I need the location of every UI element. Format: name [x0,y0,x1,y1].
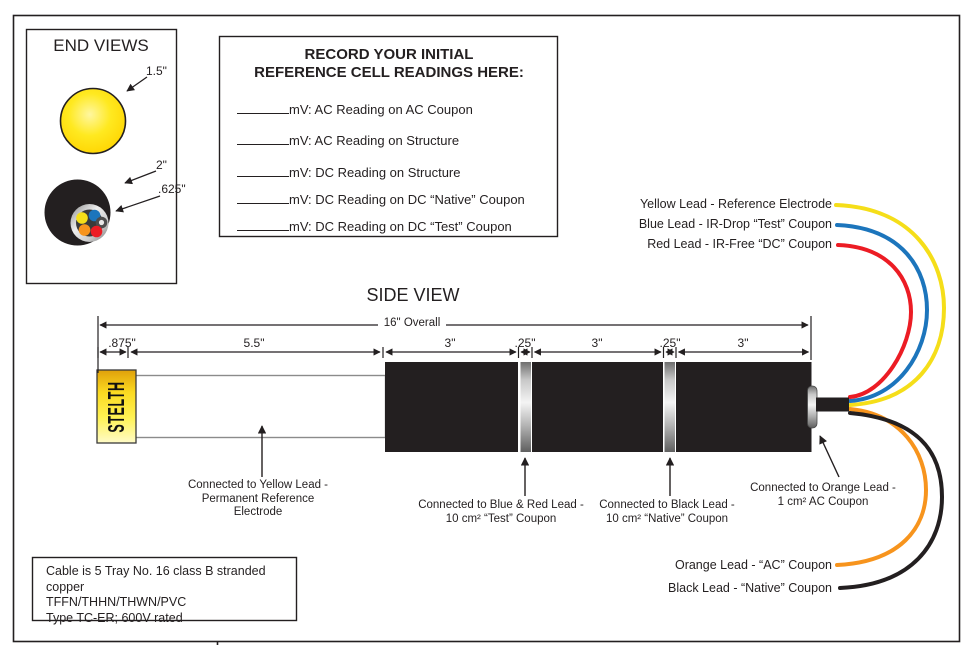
lead-wires [834,203,947,590]
dim-25b: .25" [659,336,681,350]
red-lead-wire [836,243,914,399]
record-box [218,35,559,238]
end-views-title: END VIEWS [53,36,149,55]
cable-info-box [31,556,298,622]
stelth-label: STELTH [95,369,137,444]
dim-3b: 3" [591,336,603,350]
dim-label-1-5in: 1.5" [146,64,167,78]
overall-dim-label: 16" Overall [378,317,446,329]
dim-label-2in: 2" [156,158,167,172]
cable-spec-line: Cable is 5 Tray No. 16 class B stranded … [46,564,266,594]
cable-spec-line: TFFN/THHN/THWN/PVC [46,595,187,609]
annotation-line: Permanent Reference [201,492,315,505]
annotation-arrows [257,425,840,496]
annotation-orange-lead: Connected to Orange Lead - 1 cm² AC Coup… [738,482,908,509]
side-view-title: SIDE VIEW [366,285,460,305]
stelth-label-plate [96,369,137,444]
annotation-black-lead: Connected to Black Lead - 10 cm² “Native… [582,499,752,526]
coupon-block-end [676,362,812,452]
end-view-reference-electrode [59,87,127,155]
annotation-line: Connected to Yellow Lead - [187,479,329,491]
arrow-625in [115,195,161,213]
yellow-lead-wire [834,203,947,407]
dimension-lines [97,316,812,373]
arrow-2in [124,170,157,185]
ac-coupon-ring [807,385,818,429]
cable-stub [816,397,849,412]
page-border [12,14,961,643]
record-blank-field[interactable] [237,131,289,145]
annotation-line: Connected to Orange Lead - [750,482,896,494]
record-blank-field[interactable] [237,190,289,204]
annotation-line: Electrode [233,506,283,518]
cable-spec-line: Type TC-ER; 600V rated [46,610,183,625]
red-lead-label: Red Lead - IR-Free “DC” Coupon [647,237,832,251]
arrow-ac-coupon [819,435,840,478]
annotation-line: Connected to Black Lead - [599,499,735,511]
coupon-block-test [385,362,518,452]
record-blank-field[interactable] [237,100,289,114]
record-row: mV: AC Reading on Structure [237,131,459,148]
annotation-line: Connected to Blue & Red Lead - [418,499,584,511]
record-row-label: mV: DC Reading on Structure [289,165,461,180]
black-lead-label: Black Lead - “Native” Coupon [668,581,832,595]
end-views-box [25,28,178,285]
coupon-gap-1 [520,362,531,452]
end-view-conductors [76,209,108,238]
conductor-yellow [76,212,88,224]
annotation-line: 10 cm² “Native” Coupon [605,512,729,525]
stelth-label-text: STELTH [102,380,130,433]
annotation-line: 1 cm² AC Coupon [777,495,869,508]
dim-25a: .25" [514,336,536,350]
black-lead-wire [838,411,945,590]
coupon-block-native [532,362,663,452]
record-row: mV: AC Reading on AC Coupon [237,100,473,117]
record-row: mV: DC Reading on Structure [237,163,460,180]
end-view-arrows [115,76,161,213]
coupon-gap-2 [664,362,675,452]
record-row-label: mV: AC Reading on Structure [289,133,460,148]
annotation-blue-red-lead: Connected to Blue & Red Lead - 10 cm² “T… [416,499,586,526]
conductor-orange [78,224,91,236]
conductor-black-core [98,219,105,226]
arrow-1-5in [126,76,148,92]
record-row-label: mV: DC Reading on DC “Test” Coupon [289,219,512,234]
record-title-line1: RECORD YOUR INITIAL [304,46,474,63]
dim-875: .875" [108,336,136,350]
dim-5-5: 5.5" [243,336,265,350]
blue-lead-wire [835,223,930,403]
record-row-label: mV: DC Reading on DC “Native” Coupon [289,192,525,207]
blue-lead-label: Blue Lead - IR-Drop “Test” Coupon [638,217,832,231]
dim-label-625in: .625" [158,182,186,196]
electrode-tube [134,374,387,439]
orange-lead-label: Orange Lead - “AC” Coupon [674,558,832,572]
annotation-yellow-lead: Connected to Yellow Lead - Permanent Ref… [173,479,343,520]
record-row: mV: DC Reading on DC “Native” Coupon [237,190,525,207]
conductor-red [90,225,103,238]
cable-spec-text: Cable is 5 Tray No. 16 class B stranded … [46,564,291,626]
annotation-line: 10 cm² “Test” Coupon [445,512,557,525]
dim-3a: 3" [444,336,456,350]
dim-3c: 3" [737,336,749,350]
record-row-label: mV: AC Reading on AC Coupon [289,102,473,117]
record-blank-field[interactable] [237,217,289,231]
yellow-lead-label: Yellow Lead - Reference Electrode [639,197,832,211]
record-blank-field[interactable] [237,163,289,177]
record-title-line2: REFERENCE CELL READINGS HERE: [254,64,524,81]
record-row: mV: DC Reading on DC “Test” Coupon [237,217,512,234]
